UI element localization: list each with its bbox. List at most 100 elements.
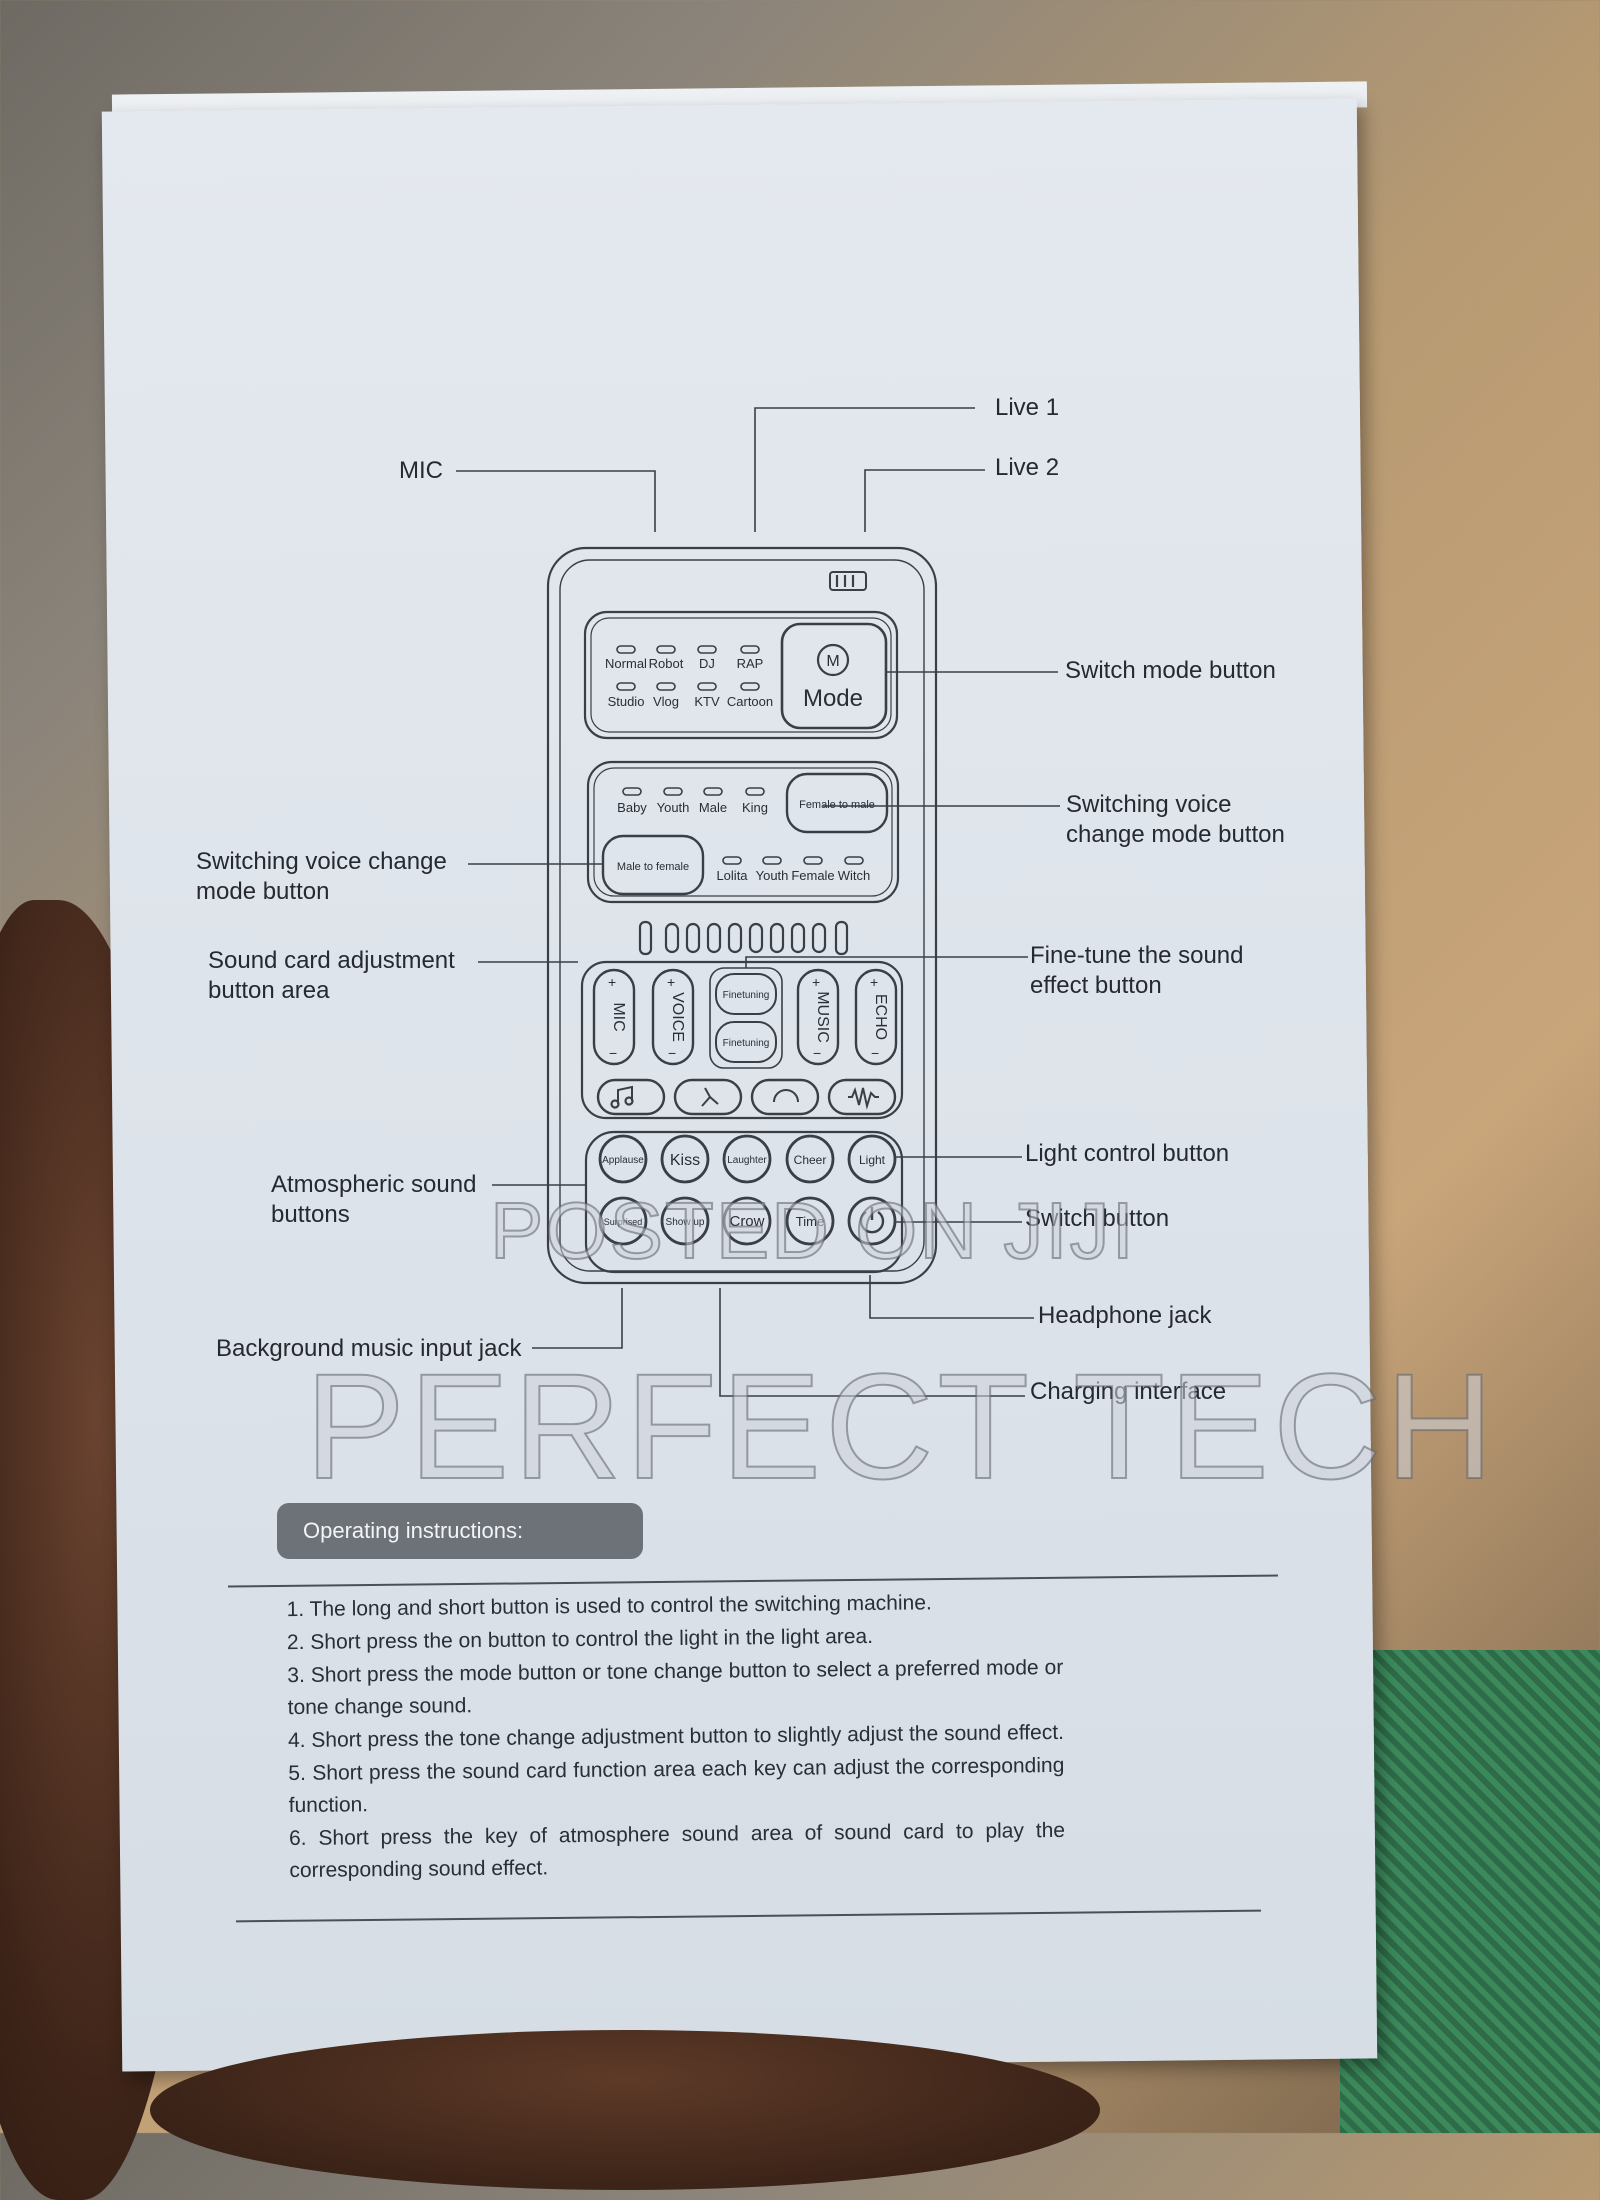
sound-showup-button[interactable]: Show up	[666, 1217, 705, 1228]
voice-leds	[622, 787, 864, 865]
effect-wave-button	[827, 1078, 897, 1116]
sound-crow-button[interactable]: Crow	[729, 1213, 764, 1230]
label-fine-tune: Fine-tune the sound effect button	[1030, 942, 1244, 999]
male-to-female-outline	[601, 834, 705, 896]
voice-slider	[651, 968, 695, 1066]
mode-cartoon-label: Cartoon	[727, 694, 773, 709]
waveform-icon	[848, 1086, 879, 1110]
holding-hand-bottom	[150, 2030, 1100, 2190]
voice-witch-label: Witch	[838, 868, 871, 883]
label-live-1: Live 1	[995, 394, 1060, 421]
headphone-icon	[773, 1089, 799, 1103]
echo-slider-label[interactable]: ECHO	[872, 994, 889, 1040]
mode-panel	[583, 610, 899, 740]
mode-leds	[616, 645, 760, 691]
label-sound-card-area: Sound card adjustment button area	[208, 947, 455, 1004]
instructions-list: 1. The long and short button is used to …	[286, 1586, 1066, 1888]
music-slider-label[interactable]: MUSIC	[814, 991, 831, 1043]
voice-male-label: Male	[699, 800, 727, 815]
svg-text:+: +	[667, 974, 675, 990]
voice-youth-label: Youth	[657, 800, 690, 815]
mode-rap-label: RAP	[737, 656, 764, 671]
atmospheric-panel	[584, 1130, 904, 1274]
mode-robot-label: Robot	[649, 656, 684, 671]
instruction-item: 6. Short press the key of atmosphere sou…	[288, 1818, 1066, 1883]
effect-music-button	[596, 1078, 666, 1116]
svg-text:+: +	[870, 974, 878, 990]
voice-panel	[586, 760, 900, 904]
echo-slider	[854, 968, 898, 1066]
female-to-male-outline	[785, 772, 889, 834]
label-switch-mode-button: Switch mode button	[1065, 657, 1276, 684]
label-atmospheric: Atmospheric sound buttons	[271, 1171, 477, 1228]
voice-slider-label[interactable]: VOICE	[669, 992, 686, 1042]
mode-ktv-label: KTV	[694, 694, 720, 709]
mode-normal-label: Normal	[605, 656, 647, 671]
sound-kiss-button[interactable]: Kiss	[670, 1152, 700, 1169]
mode-studio-label: Studio	[608, 694, 645, 709]
label-bg-music-jack: Background music input jack	[216, 1335, 522, 1362]
voice-baby-label: Baby	[617, 800, 647, 815]
effect-figure-button	[673, 1078, 743, 1116]
label-switch-button: Switch button	[1025, 1205, 1170, 1232]
mode-button-outline	[780, 622, 888, 730]
label-headphone-jack: Headphone jack	[1038, 1302, 1212, 1329]
label-switching-voice-right: Switching voice change mode button	[1066, 791, 1285, 848]
finetuning-up-button[interactable]: Finetuning	[723, 990, 770, 1001]
instruction-item: 3. Short press the mode button or tone c…	[287, 1655, 1064, 1720]
finetuning-up	[715, 973, 777, 1015]
male-to-female-button[interactable]: Male to female	[617, 861, 689, 873]
finetuning-frame	[709, 967, 783, 1069]
instruction-item: 5. Short press the sound card function a…	[288, 1753, 1065, 1818]
background-green-fabric	[1340, 1650, 1600, 2133]
voice-female-label: Female	[791, 868, 834, 883]
label-light-control: Light control button	[1025, 1140, 1230, 1167]
leader-lines	[456, 407, 1060, 1397]
light-button[interactable]: Light	[859, 1153, 886, 1167]
label-mic: MIC	[399, 457, 443, 484]
mode-m-letter: M	[826, 653, 839, 670]
mic-slider	[592, 968, 636, 1066]
mode-button[interactable]: Mode	[803, 685, 863, 712]
music-note-icon	[617, 1085, 633, 1104]
mic-slider-label[interactable]: MIC	[610, 1002, 627, 1031]
atmospheric-button-outlines	[598, 1134, 897, 1246]
svg-text:+: +	[812, 974, 820, 990]
sound-surprised-button[interactable]: Surprised	[604, 1217, 643, 1227]
svg-text:−: −	[668, 1045, 676, 1061]
finetuning-down	[715, 1021, 777, 1063]
device-labels: Normal Robot DJ RAP Studio Vlog KTV Cart…	[602, 653, 889, 1230]
battery-icon	[829, 571, 867, 591]
sound-cheer-button[interactable]: Cheer	[794, 1153, 827, 1167]
voice-lolita-label: Lolita	[716, 868, 748, 883]
female-to-male-button[interactable]: Female to male	[799, 799, 875, 811]
watermark-posted-on-jiji: POSTED ON JIJI	[489, 1185, 1136, 1276]
mode-vlog-label: Vlog	[653, 694, 679, 709]
label-charging: Charging interface	[1030, 1378, 1227, 1405]
voice-king-label: King	[742, 800, 768, 815]
sound-applause-button[interactable]: Applause	[602, 1155, 644, 1166]
watermark-perfect-tech: PERFECT TECH	[304, 1341, 1498, 1511]
svg-text:−: −	[609, 1045, 617, 1061]
effect-headphone-button	[750, 1078, 820, 1116]
power-icon	[859, 1210, 885, 1234]
svg-text:−: −	[871, 1045, 879, 1061]
label-live-2: Live 2	[995, 454, 1060, 481]
svg-text:+: +	[608, 974, 616, 990]
finetuning-down-button[interactable]: Finetuning	[723, 1038, 770, 1049]
music-slider	[796, 968, 840, 1066]
figure-icon	[701, 1087, 719, 1107]
sound-time-button[interactable]: Time	[796, 1214, 824, 1229]
device-body-outer	[546, 546, 938, 1285]
light-strip	[638, 920, 849, 956]
label-switching-voice-left: Switching voice change mode button	[196, 848, 447, 905]
voice-youth-2-label: Youth	[756, 868, 789, 883]
instructions-heading: Operating instructions:	[277, 1503, 643, 1559]
sound-laughter-button[interactable]: Laughter	[727, 1155, 767, 1166]
device-diagram: Normal Robot DJ RAP Studio Vlog KTV Cart…	[456, 407, 1060, 1397]
mode-m-icon	[816, 643, 850, 677]
sound-card-panel	[580, 960, 904, 1120]
mode-dj-label: DJ	[699, 656, 715, 671]
svg-text:−: −	[813, 1045, 821, 1061]
slider-plus-minus: + − + − + − + −	[608, 974, 879, 1061]
